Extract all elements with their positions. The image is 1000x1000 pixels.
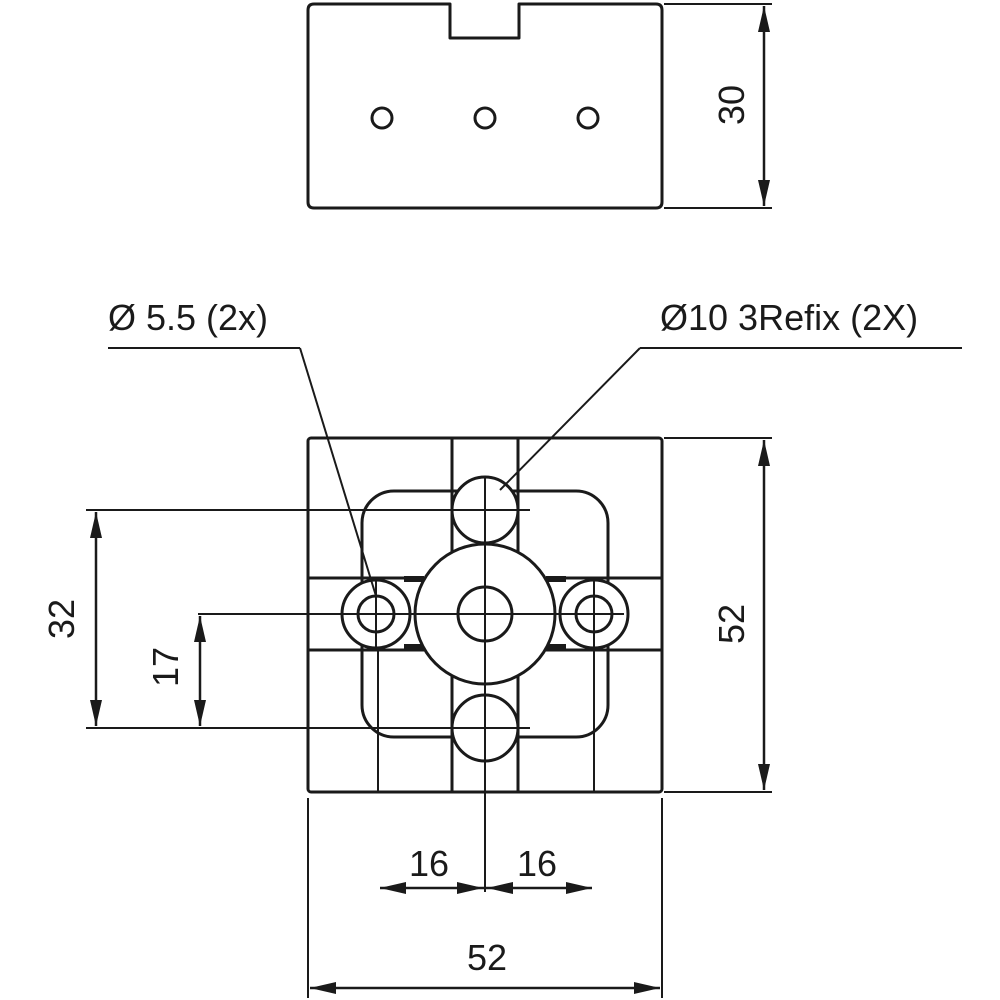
slot-band-right — [546, 576, 566, 582]
dim-32-arrow-bottom — [90, 700, 102, 726]
dim-16-arrow-right-out — [566, 882, 592, 894]
front-view: 32 17 52 16 16 52 Ø 5.5 (2x) Ø10 3Re — [41, 297, 962, 998]
dim-52w-arrow-right — [634, 982, 660, 994]
callout-small-holes-leader — [299, 347, 377, 597]
slot-band-left-bottom — [404, 644, 424, 650]
dim-52h-arrow-top — [758, 440, 770, 466]
dim-17-label: 17 — [145, 647, 186, 687]
dim-32-label: 32 — [41, 599, 82, 639]
top-dim-arrow-down — [758, 180, 770, 206]
top-view-hole-center — [473, 106, 497, 130]
top-view-hole-right — [576, 106, 600, 130]
dim-52-height-label: 52 — [711, 604, 752, 644]
dim-16-left-label: 16 — [409, 843, 449, 884]
top-view-hole-left — [370, 106, 394, 130]
dim-16-arrow-left-in — [457, 882, 483, 894]
dim-16-arrow-right-in — [487, 882, 513, 894]
top-view: 30 — [306, 2, 772, 210]
dim-32-arrow-top — [90, 512, 102, 538]
top-view-outline — [306, 2, 664, 210]
slot-band-right-bottom — [546, 644, 566, 650]
callout-small-holes: Ø 5.5 (2x) — [108, 297, 268, 338]
top-dim-arrow-up — [758, 6, 770, 32]
dim-52-width-label: 52 — [467, 937, 507, 978]
callout-large-holes: Ø10 3Refix (2X) — [660, 297, 918, 338]
top-dim-label-30: 30 — [711, 85, 752, 125]
callout-large-holes-leader — [499, 347, 641, 491]
dim-52w-arrow-left — [310, 982, 336, 994]
dim-52h-arrow-bottom — [758, 764, 770, 790]
dim-17-arrow-bottom — [194, 700, 206, 726]
dim-16-arrow-left-out — [380, 882, 406, 894]
slot-band-left — [404, 576, 424, 582]
dim-17-arrow-top — [194, 616, 206, 642]
dim-16-right-label: 16 — [517, 843, 557, 884]
